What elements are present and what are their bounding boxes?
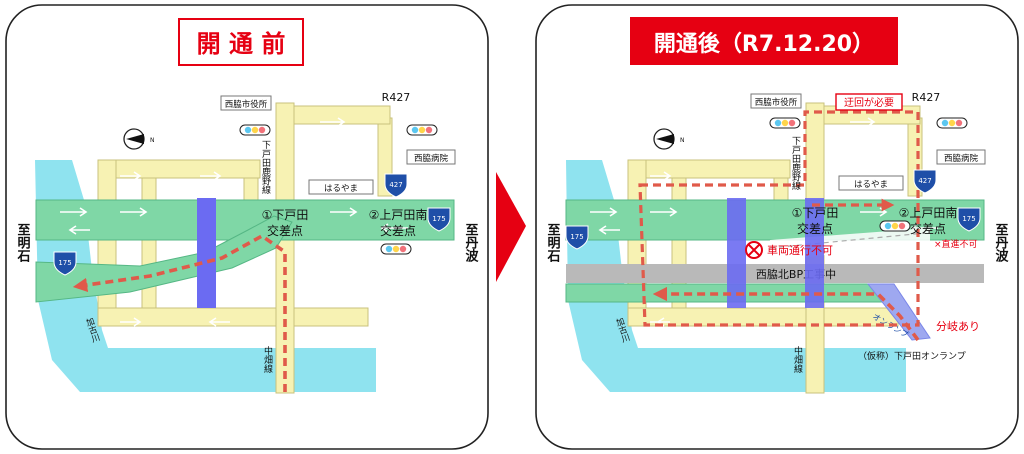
- label-hospital: 西脇病院: [414, 153, 449, 164]
- traffic-signal-icon: [239, 124, 271, 136]
- before-title-box: [178, 18, 304, 66]
- svg-text:427: 427: [918, 177, 931, 185]
- before-title: 開 通 前: [197, 30, 286, 58]
- label-shimotoda-road: 下戸田鹿野線: [790, 136, 801, 190]
- label-hospital: 西脇病院: [944, 153, 979, 164]
- label-to-akashi: 至明石: [545, 223, 562, 263]
- svg-text:175: 175: [58, 259, 71, 267]
- label-cross1-line2: 交差点: [797, 221, 833, 236]
- bridge-crossing: [805, 198, 824, 308]
- svg-text:427: 427: [389, 181, 402, 189]
- new-traffic-route: [652, 286, 920, 342]
- compass-north-icon: N: [123, 128, 155, 150]
- svg-text:175: 175: [570, 233, 583, 241]
- label-cross1-line1: ①下戸田: [262, 208, 309, 222]
- label-cross1-line1: ①下戸田: [792, 206, 839, 220]
- after-title: 開通後（R7.12.20）: [654, 31, 874, 57]
- river-kakogawa: [566, 160, 906, 392]
- label-city-office: 西脇市役所: [755, 97, 798, 108]
- label-cross2-line2: 交差点: [380, 223, 416, 238]
- bypass-construction-band: [566, 264, 984, 283]
- route-175-shield-icon: 175: [53, 251, 77, 276]
- label-to-tamba: 至丹波: [463, 223, 479, 263]
- svg-text:175: 175: [432, 215, 445, 223]
- label-ramp-name: （仮称）下戸田オンランプ: [858, 350, 966, 362]
- detour-loop: [638, 110, 920, 327]
- route-427-shield-icon: 427: [384, 173, 408, 198]
- label-to-tamba: 至丹波: [993, 223, 1009, 263]
- label-nakabata-road: 中畑線: [262, 345, 273, 373]
- svg-text:N: N: [150, 137, 155, 144]
- route-175-shield-icon: 175: [427, 207, 451, 232]
- after-title-box: [630, 17, 898, 65]
- traffic-signal-icon: [936, 117, 968, 129]
- label-to-akashi: 至明石: [15, 223, 32, 263]
- label-nakabata-road: 中畑線: [792, 345, 803, 373]
- no-entry-icon: [745, 241, 763, 259]
- label-no-straight: ×直進不可: [934, 238, 978, 250]
- label-haruyama: はるやま: [854, 180, 888, 190]
- bridge-crossing: [727, 198, 746, 308]
- closed-lane-dashes: [769, 232, 926, 249]
- before-traffic-route: [72, 233, 287, 392]
- detour-needed-box: [835, 93, 903, 111]
- traffic-signal-icon: [380, 243, 412, 255]
- label-shimotoda-road: 下戸田鹿野線: [260, 140, 271, 194]
- river-kakogawa: [35, 160, 376, 392]
- compass-north-icon: N: [653, 128, 685, 150]
- svg-text:175: 175: [962, 215, 975, 223]
- svg-text:N: N: [680, 137, 685, 144]
- transition-arrow-icon: [496, 172, 526, 282]
- lane-arrows: [60, 117, 408, 327]
- route-175-shield-icon: 175: [957, 207, 981, 232]
- panel-before: 開 通 前: [5, 4, 489, 450]
- label-branch: 分岐あり: [936, 320, 980, 333]
- lane-arrows: [590, 117, 938, 327]
- label-city-office: 西脇市役所: [225, 99, 268, 110]
- label-detour-needed: 迂回が必要: [844, 96, 894, 109]
- label-cross2-line1: ②上戸田南: [369, 207, 428, 222]
- label-no-vehicles: 車両通行不可: [767, 243, 833, 257]
- route-427-shield-icon: 427: [913, 169, 937, 194]
- label-construction: 西脇北BP工事中: [756, 268, 836, 281]
- route-175-shield-icon: 175: [565, 225, 589, 250]
- highway-175-branch: [35, 215, 293, 303]
- bridge-crossing: [197, 198, 216, 308]
- label-cross1-line2: 交差点: [267, 223, 303, 238]
- label-haruyama: はるやま: [324, 184, 358, 194]
- panel-after: 開通後（R7.12.20） 西脇北BP工事中 オンランプ: [535, 4, 1019, 450]
- traffic-signal-icon: [879, 220, 911, 232]
- label-route-427: R427: [912, 91, 941, 104]
- label-route-427: R427: [382, 91, 411, 104]
- traffic-signal-icon: [769, 117, 801, 129]
- label-cross2-line2: 交差点: [910, 221, 946, 236]
- label-cross2-line1: ②上戸田南: [899, 205, 958, 220]
- traffic-signal-icon: [406, 124, 438, 136]
